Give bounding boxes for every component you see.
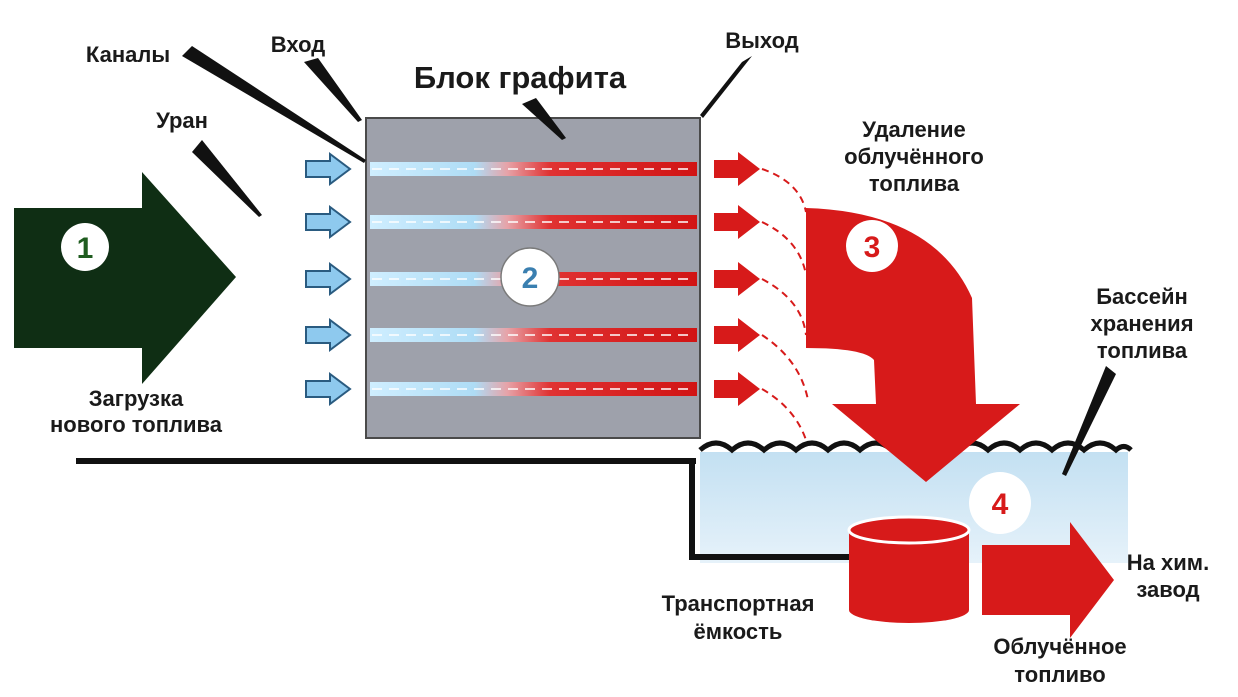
inlet-arrow [305,262,352,296]
uranium-label: Уран [156,108,208,133]
outlet-arrows [714,152,760,406]
pool-label-line2: хранения [1090,311,1193,336]
transport-container [847,515,971,623]
outlet-arrow [714,262,760,296]
container-label-line1: Транспортная [662,591,815,616]
step-2-badge [500,247,560,307]
removal-label-line2: облучённого [844,144,984,169]
step-2-number: 2 [522,262,539,295]
fuel-channel [370,215,697,229]
fresh-fuel-label-line2: нового топлива [50,412,223,437]
irradiated-fuel-label-line1: Облучённое [993,634,1126,659]
chem-plant-label-line1: На хим. [1127,550,1209,575]
labels: Блок графита Вход Выход Каналы Уран Загр… [50,28,1209,687]
chem-plant-label-line2: завод [1136,577,1199,602]
outlet-arrow [714,205,760,239]
inlet-pointer [304,58,362,122]
removal-label-line1: Удаление [862,117,965,142]
step-1-number: 1 [77,232,94,265]
graphite-pointer [522,98,566,140]
fresh-fuel-arrow [14,172,236,384]
chem-plant-arrow [982,522,1114,638]
removal-label-line3: топлива [869,171,960,196]
pool-water [700,452,1128,563]
ground-and-pool-wall [76,458,850,560]
extraction-paths [761,168,809,441]
channels-label: Каналы [86,42,170,67]
step-4-badge [969,472,1031,534]
inlet-arrow [305,372,352,406]
pool-label-line3: топлива [1097,338,1188,363]
outlet-pointer [700,56,752,118]
inlet-arrow [305,205,352,239]
outlet-arrow [714,152,760,186]
step-1-badge [61,223,109,271]
fuel-channel [370,328,697,342]
pool-pointer [1062,366,1116,476]
removal-arrow [806,208,1020,482]
outlet-label: Выход [725,28,799,53]
outlet-arrow [714,318,760,352]
fuel-channel [370,162,697,176]
container-label-line2: ёмкость [694,619,783,644]
uranium-pointer [192,140,262,217]
inlet-arrows [305,152,352,406]
fresh-fuel-label-line1: Загрузка [89,386,184,411]
inlet-label: Вход [271,32,325,57]
step-4-number: 4 [992,488,1009,521]
inlet-arrow [305,152,352,186]
outlet-arrow [714,372,760,406]
step-3-badge [846,220,898,272]
inlet-arrow [305,318,352,352]
step-3-number: 3 [864,231,881,264]
channels-pointer [182,46,366,163]
pointer-lines [182,46,1116,476]
graphite-block-title: Блок графита [414,60,627,95]
pool-label-line1: Бассейн [1096,284,1188,309]
fuel-channel [370,382,697,396]
irradiated-fuel-label-line2: топливо [1014,662,1105,687]
